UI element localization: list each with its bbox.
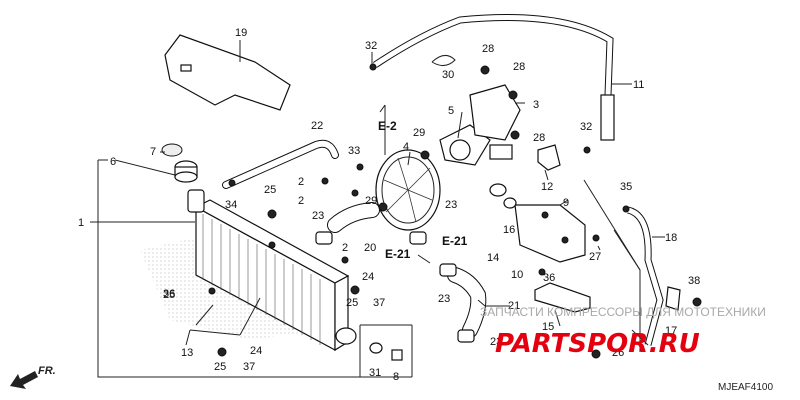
callout: 32 xyxy=(580,121,592,133)
callout: 14 xyxy=(487,252,499,264)
watermark-text: ЗАПЧАСТИ КОМПРЕССОРЫ ДЛЯ МОТОТЕХНИКИ xyxy=(480,305,766,319)
section-refs: E-2 E-21 E-21 xyxy=(378,119,468,261)
callout: 5 xyxy=(448,105,454,117)
hose-11 xyxy=(373,14,614,96)
watermark-logo: PARTSPOR.RU xyxy=(495,329,700,359)
callout: 31 xyxy=(369,367,381,379)
radiator-cap xyxy=(161,143,198,183)
bracket-19 xyxy=(164,34,291,111)
callout: 11 xyxy=(633,79,644,91)
callout: 38 xyxy=(688,275,700,287)
callout: 34 xyxy=(225,199,237,211)
callout: 26 xyxy=(612,347,624,359)
front-label: FR. xyxy=(38,365,56,377)
callout-labels: 1 2 2 2 3 4 5 6 7 8 9 10 11 12 13 14 15 … xyxy=(78,27,700,383)
callout: 29 xyxy=(365,195,377,207)
callout: 30 xyxy=(442,69,454,81)
callout: 36 xyxy=(543,272,555,284)
callout: 28 xyxy=(482,43,494,55)
callout: 37 xyxy=(243,361,255,373)
cooling-fan xyxy=(375,149,441,231)
callout: 28 xyxy=(513,61,525,73)
bracket-12 xyxy=(537,144,561,171)
callout: 23 xyxy=(438,293,450,305)
leader-lines xyxy=(90,40,665,378)
callout: 36 xyxy=(163,288,175,300)
callout: 19 xyxy=(235,27,247,39)
callout: 9 xyxy=(563,197,569,209)
callout: 32 xyxy=(365,40,377,52)
callout: 37 xyxy=(373,297,385,309)
callout: 16 xyxy=(503,224,515,236)
callout: 6 xyxy=(110,156,116,168)
fasteners xyxy=(195,55,702,361)
callout: 23 xyxy=(445,199,457,211)
callout: 33 xyxy=(348,145,360,157)
callout: 25 xyxy=(264,184,276,196)
callout: 24 xyxy=(250,345,262,357)
callout: 27 xyxy=(589,251,601,263)
oring-14 xyxy=(489,183,507,197)
callout: 23 xyxy=(312,210,324,222)
callout: 23 xyxy=(490,336,502,348)
front-arrow: FR. xyxy=(10,365,56,389)
callout: 15 xyxy=(542,321,554,333)
section-ref: E-2 xyxy=(378,119,397,133)
cover-15 xyxy=(534,282,591,313)
stay-17 xyxy=(665,286,681,311)
callout: 7 xyxy=(150,146,156,158)
section-ref: E-21 xyxy=(385,247,411,261)
callout: 22 xyxy=(311,120,323,132)
callout: 2 xyxy=(298,176,304,188)
callout: 25 xyxy=(163,289,175,301)
callout: 20 xyxy=(364,242,376,254)
callout: 29 xyxy=(413,127,425,139)
callout: 1 xyxy=(78,217,84,229)
callout: 21 xyxy=(508,300,520,312)
callout: 35 xyxy=(620,181,632,193)
callout: 12 xyxy=(541,181,553,193)
section-ref: E-21 xyxy=(442,234,468,248)
callout: 8 xyxy=(393,371,399,383)
callout: 17 xyxy=(665,325,677,337)
callout: 25 xyxy=(214,361,226,373)
fan-motor xyxy=(439,84,521,166)
callout: 25 xyxy=(346,297,358,309)
callout: 2 xyxy=(298,195,304,207)
callout: 24 xyxy=(362,271,374,283)
callout: 3 xyxy=(533,99,539,111)
callout: 4 xyxy=(403,141,409,153)
callout: 10 xyxy=(511,269,523,281)
oring-16 xyxy=(503,197,517,209)
callout: 2 xyxy=(342,242,348,254)
hose-clamps xyxy=(315,231,475,343)
callout: 28 xyxy=(533,132,545,144)
callout: 13 xyxy=(181,347,193,359)
thermostat-housing xyxy=(514,204,586,263)
diagram-code: MJEAF4100 xyxy=(718,382,773,393)
callout: 18 xyxy=(665,232,677,244)
